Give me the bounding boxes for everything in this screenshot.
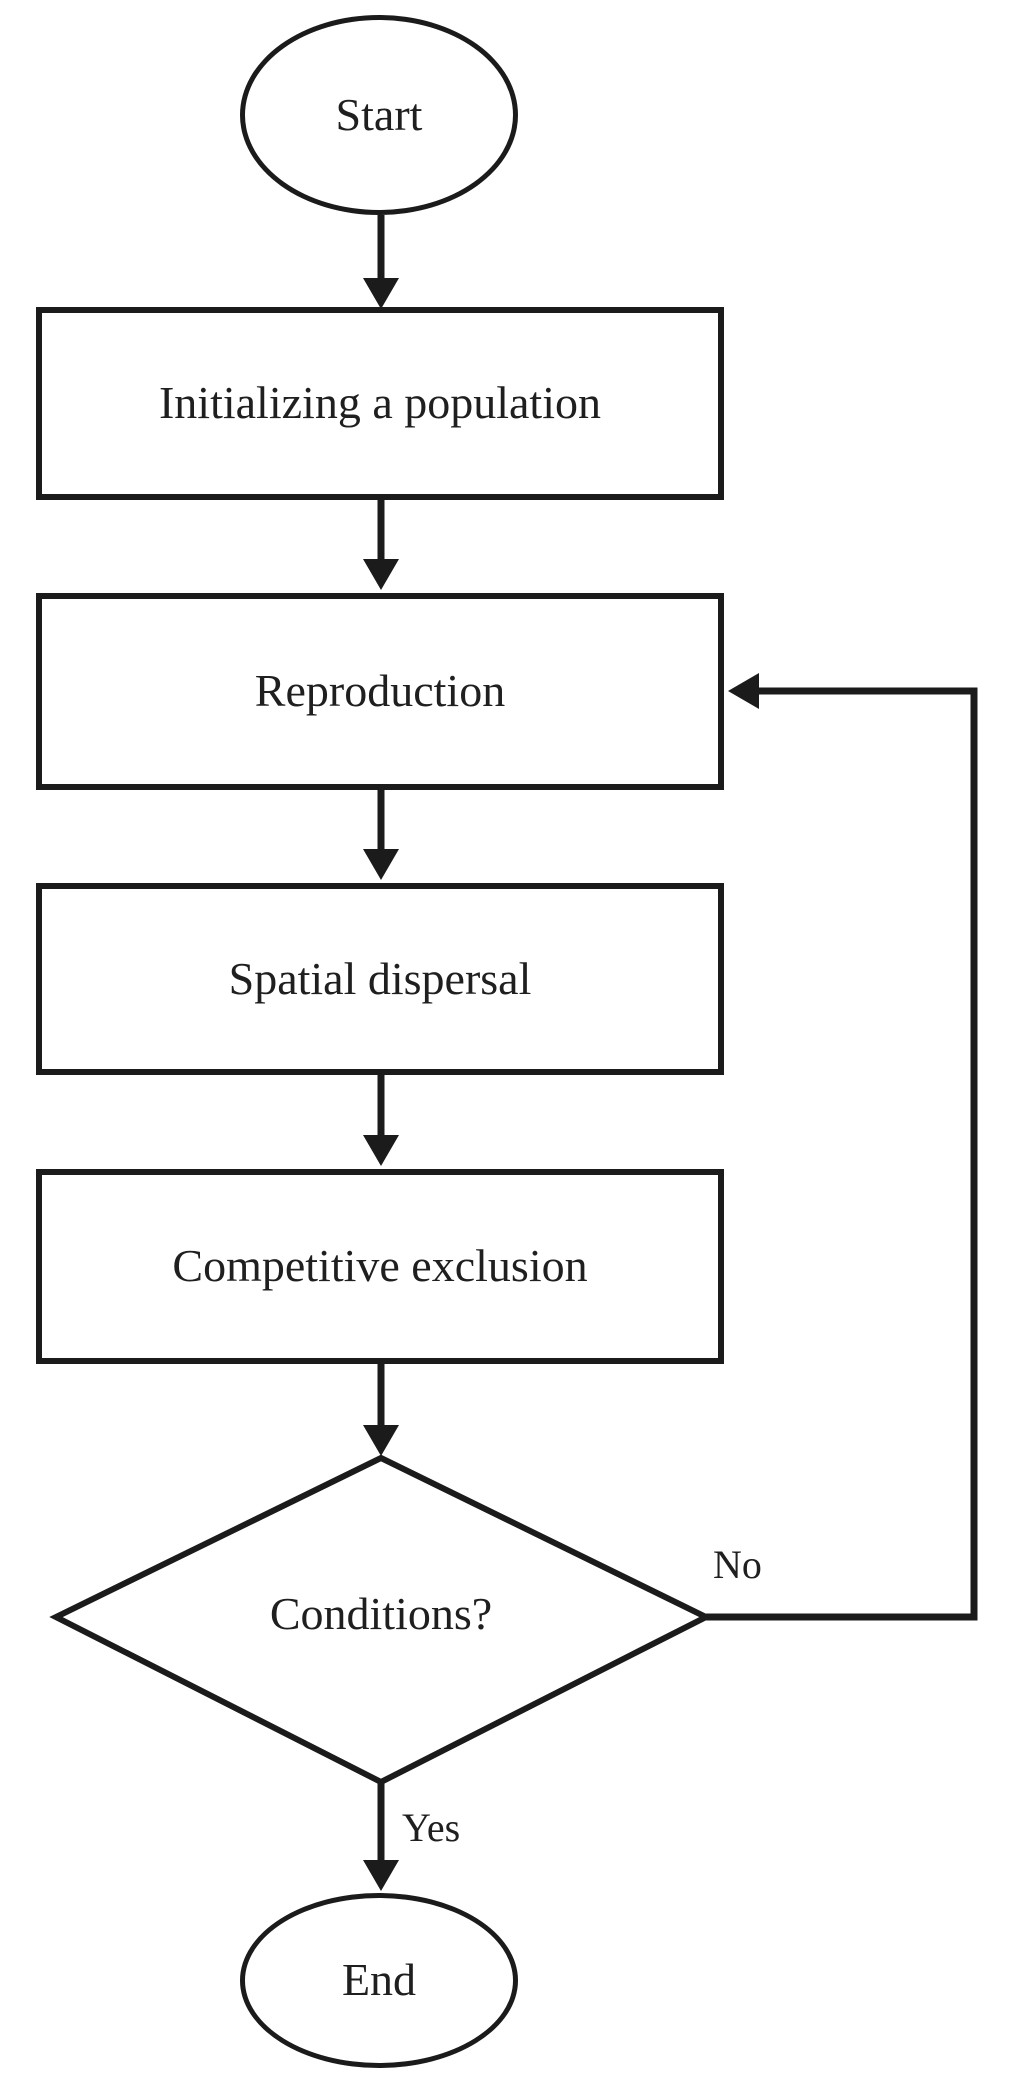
- arrow-head: [363, 278, 399, 309]
- yes-edge-label: Yes: [402, 1805, 461, 1850]
- start-node-label: Start: [335, 88, 423, 140]
- init-population-label: Initializing a population: [158, 377, 601, 429]
- competitive-exclusion-label: Competitive exclusion: [172, 1240, 588, 1292]
- reproduction-node: Reproduction: [36, 593, 724, 790]
- arrow-head: [363, 1425, 399, 1456]
- spatial-dispersal-label: Spatial dispersal: [228, 952, 532, 1004]
- spatial-dispersal-node: Spatial dispersal: [36, 883, 724, 1075]
- arrow-head: [363, 1860, 399, 1891]
- end-node-label: End: [341, 1954, 417, 2006]
- no-edge-label: No: [713, 1542, 762, 1587]
- conditions-decision-node: Conditions?: [161, 1588, 601, 1640]
- conditions-label: Conditions?: [269, 1588, 493, 1639]
- arrow-reproduction-to-dispersal: [363, 790, 399, 880]
- init-population-node: Initializing a population: [36, 307, 724, 500]
- arrow-init-to-reproduction: [363, 500, 399, 590]
- arrow-head: [363, 849, 399, 880]
- arrow-head: [363, 559, 399, 590]
- reproduction-label: Reproduction: [254, 665, 506, 717]
- no-loop-arrow-head: [728, 673, 759, 709]
- no-loop-connector: [706, 673, 978, 1621]
- start-node: Start: [240, 15, 518, 215]
- arrow-conditions-to-end: [363, 1782, 399, 1891]
- competitive-exclusion-node: Competitive exclusion: [36, 1169, 724, 1364]
- arrow-head: [363, 1135, 399, 1166]
- arrow-dispersal-to-exclusion: [363, 1075, 399, 1166]
- arrow-exclusion-to-conditions: [363, 1364, 399, 1456]
- end-node: End: [240, 1893, 518, 2068]
- arrow-start-to-init: [363, 215, 399, 309]
- no-loop-line: [706, 687, 978, 1621]
